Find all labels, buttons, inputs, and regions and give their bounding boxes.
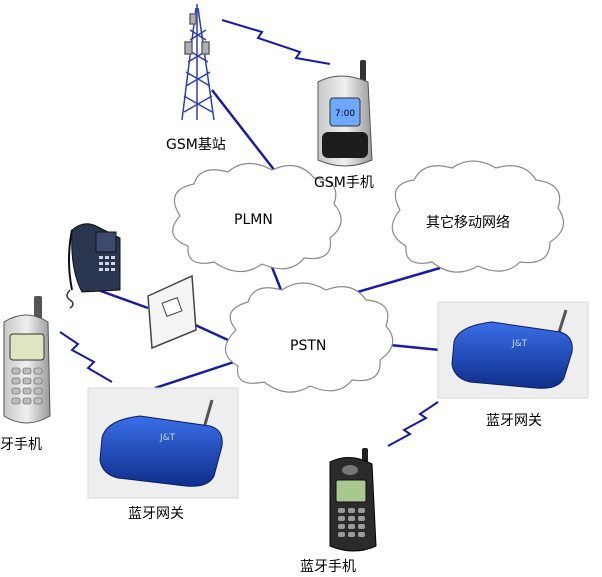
plmn-label: PLMN	[234, 212, 273, 228]
bt-gateway-right-icon: J&T	[437, 301, 589, 399]
wireless-tower-gsmphone	[221, 19, 331, 65]
gsm-phone-icon: 7:00	[317, 60, 373, 167]
wireless-gateway-btphone	[387, 401, 439, 447]
wireless-links	[59, 19, 439, 447]
bt-phone-left-icon	[3, 296, 51, 424]
wall-jack-icon	[147, 274, 197, 350]
connection-lines	[97, 89, 441, 390]
bt-gateway-right-label: 蓝牙网关	[486, 413, 542, 429]
wireless-btphone-gateway	[59, 331, 113, 383]
link-gateway-left-pstn	[154, 358, 241, 390]
pstn-cloud	[224, 282, 394, 393]
gsm-base-station-label: GSM基站	[166, 137, 226, 153]
desk-phone-icon	[66, 223, 121, 309]
bt-phone-bottom-label: 蓝牙手机	[300, 559, 356, 575]
gateway-right-brand: J&T	[511, 339, 528, 349]
gsm-phone-label: GSM手机	[314, 175, 374, 191]
bt-phone-bottom-icon	[329, 448, 377, 552]
gsm-tower-icon	[181, 4, 215, 121]
other-network-cloud	[391, 160, 565, 273]
link-phone-jack	[97, 288, 149, 310]
link-tower-plmn	[211, 89, 283, 181]
bt-gateway-left-label: 蓝牙网关	[128, 506, 184, 522]
bt-phone-left-label: 牙手机	[0, 437, 42, 453]
plmn-cloud	[172, 162, 342, 273]
gsm-phone-screen-text: 7:00	[335, 109, 355, 119]
link-pstn-gateway-right	[389, 343, 441, 352]
gateway-left-brand: J&T	[159, 433, 176, 443]
pstn-label: PSTN	[290, 338, 327, 354]
bt-gateway-left-icon: J&T	[87, 387, 239, 499]
other-mobile-network-label: 其它移动网络	[426, 215, 510, 231]
